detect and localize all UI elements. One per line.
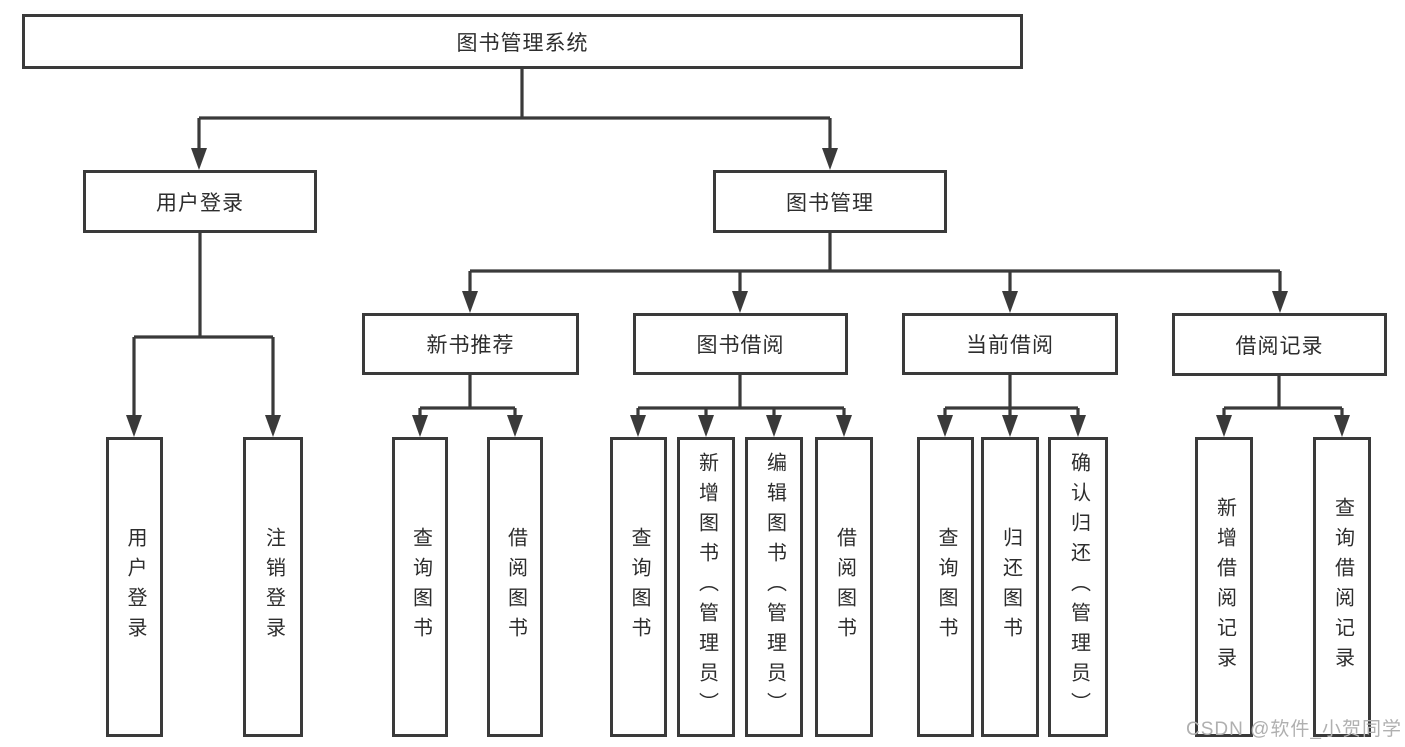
node-label: 新增借阅记录 <box>1213 497 1236 677</box>
node-label: 编辑图书（管理员） <box>763 452 786 722</box>
node-label: 确认归还（管理员） <box>1067 452 1090 722</box>
leaf-query-books-current: 查询图书 <box>917 437 974 737</box>
node-new-book-recommendation: 新书推荐 <box>362 313 579 375</box>
leaf-query-books-recommend: 查询图书 <box>392 437 448 737</box>
node-user-login: 用户登录 <box>83 170 317 233</box>
node-label: 查询借阅记录 <box>1331 497 1354 677</box>
node-label: 归还图书 <box>999 527 1022 647</box>
leaf-add-books-admin: 新增图书（管理员） <box>677 437 735 737</box>
node-borrowing-records: 借阅记录 <box>1172 313 1387 376</box>
watermark-text: CSDN @软件_小贺同学 <box>1186 719 1402 740</box>
node-label: 用户登录 <box>124 527 146 647</box>
arrowheads <box>126 148 1350 437</box>
node-label: 用户登录 <box>156 191 244 215</box>
node-label: 借阅记录 <box>1235 334 1324 358</box>
node-label: 查询图书 <box>628 527 650 647</box>
leaf-query-borrow-record: 查询借阅记录 <box>1313 437 1371 737</box>
node-label: 图书管理 <box>786 191 874 215</box>
leaf-return-books: 归还图书 <box>981 437 1039 737</box>
node-label: 图书管理系统 <box>456 31 589 55</box>
leaf-borrow-books-borrowing: 借阅图书 <box>815 437 873 737</box>
node-library-management-system: 图书管理系统 <box>22 14 1023 69</box>
node-label: 新书推荐 <box>426 334 515 357</box>
node-book-borrowing: 图书借阅 <box>633 313 848 375</box>
leaf-borrow-books-recommend: 借阅图书 <box>487 437 543 737</box>
leaf-logout-login: 注销登录 <box>243 437 303 737</box>
node-label: 借阅图书 <box>833 527 856 647</box>
leaf-confirm-return-admin: 确认归还（管理员） <box>1048 437 1108 737</box>
leaf-edit-books-admin: 编辑图书（管理员） <box>745 437 803 737</box>
node-label: 图书借阅 <box>696 334 785 357</box>
node-label: 注销登录 <box>262 527 285 647</box>
leaf-user-login: 用户登录 <box>106 437 163 737</box>
node-label: 查询图书 <box>409 527 432 647</box>
leaf-add-borrow-record: 新增借阅记录 <box>1195 437 1253 737</box>
node-current-borrowing: 当前借阅 <box>902 313 1118 375</box>
node-label: 当前借阅 <box>966 334 1054 357</box>
node-label: 查询图书 <box>935 527 957 647</box>
node-book-management: 图书管理 <box>713 170 947 233</box>
leaf-query-books-borrowing: 查询图书 <box>610 437 667 737</box>
node-label: 借阅图书 <box>504 527 527 647</box>
node-label: 新增图书（管理员） <box>695 452 718 722</box>
